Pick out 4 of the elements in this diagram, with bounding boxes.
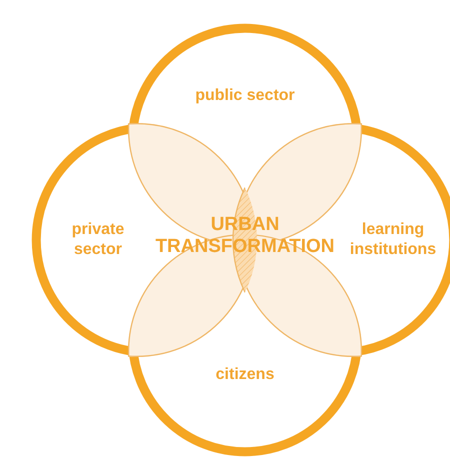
circle-label: learning institutions [348,220,438,260]
circle-label: public sector [194,86,296,106]
circle-label: citizens [214,365,276,385]
circle-label: private sector [70,220,126,260]
